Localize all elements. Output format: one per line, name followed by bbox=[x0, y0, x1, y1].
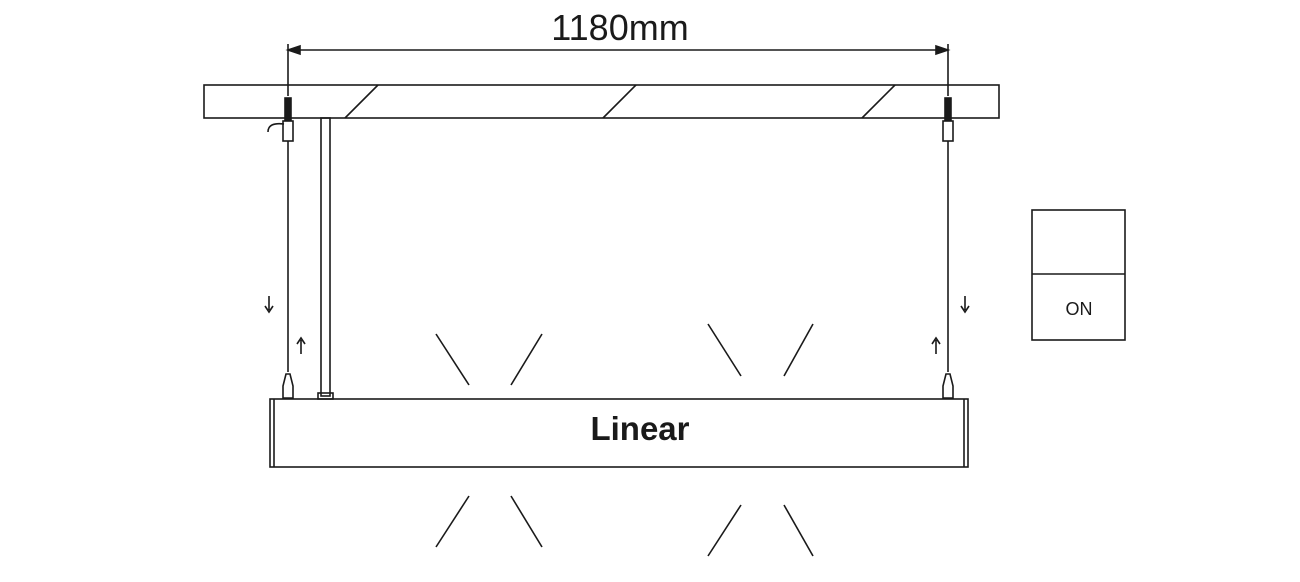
linear-fixture bbox=[269, 398, 969, 468]
left-suspension-cable bbox=[267, 97, 294, 399]
power-cord bbox=[317, 117, 334, 400]
right-suspension-cable bbox=[942, 97, 954, 399]
ceiling bbox=[203, 84, 1000, 119]
switch-label: ON bbox=[1066, 299, 1093, 319]
dimension-line bbox=[285, 44, 951, 96]
wall-switch bbox=[1031, 209, 1126, 341]
up-arrow-icon bbox=[296, 336, 941, 354]
down-arrow-icon bbox=[264, 296, 970, 314]
light-rays bbox=[435, 323, 814, 557]
dimension-label: 1180mm bbox=[551, 7, 688, 48]
fixture-label: Linear bbox=[590, 410, 689, 447]
